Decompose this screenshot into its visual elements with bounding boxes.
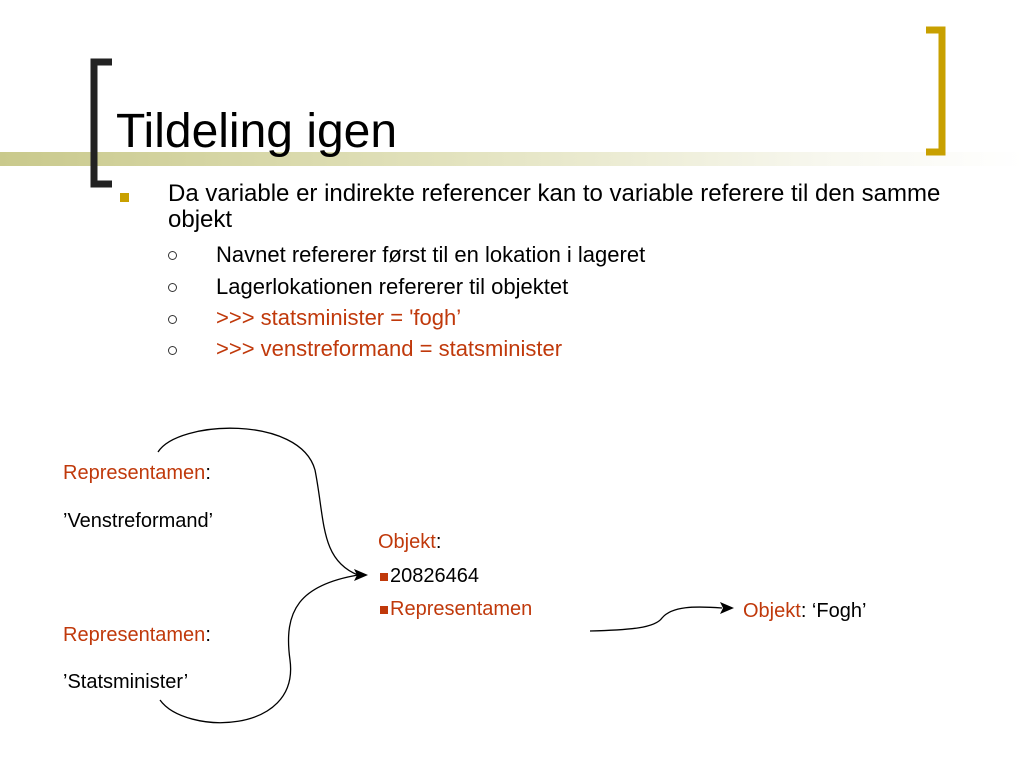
bullet-square-icon (120, 193, 129, 202)
subbullet-4-code: >>> venstreformand = statsminister (216, 336, 563, 361)
slide-title: Tildeling igen (116, 105, 398, 158)
arrowhead-fogh (720, 602, 734, 614)
rep1-colon: : (205, 462, 211, 484)
subbullet-ring-icon (168, 251, 177, 260)
objekt-label: Objekt (378, 531, 436, 553)
rep2-label: Representamen (63, 624, 206, 646)
objekt-address: 20826464 (390, 565, 479, 587)
arrow-rep1-to-objekt (157, 427, 359, 576)
subbullet-ring-icon (168, 283, 177, 292)
main-bullet-text: Da variable er indirekte referencer kan … (168, 180, 941, 233)
objekt-representamen: Representamen (390, 598, 533, 620)
fogh-value: : ‘Fogh’ (800, 600, 867, 622)
objekt-item-2: Representamen (380, 597, 532, 621)
subbullet-ring-icon (168, 315, 177, 324)
small-square-icon (380, 606, 388, 614)
rep1-value: ’Venstreformand’ (63, 510, 214, 532)
left-bracket (90, 58, 112, 188)
objekt-item-1: 20826464 (380, 564, 479, 588)
arrow-objekt-to-fogh (589, 606, 723, 632)
subbullet-2: Lagerlokationen refererer til objektet (216, 274, 569, 299)
rep1-label-line: Representamen: (63, 461, 211, 485)
objekt-label-line: Objekt: (378, 530, 441, 554)
arrow-rep2-to-objekt (159, 574, 359, 724)
title-band (0, 152, 1024, 166)
subbullet-3-code: >>> statsminister = 'fogh’ (216, 305, 462, 330)
rep2-colon: : (205, 624, 211, 646)
rep1-label: Representamen (63, 462, 206, 484)
subbullet-1: Navnet refererer først til en lokation i… (216, 242, 646, 267)
rep2-label-line: Representamen: (63, 623, 211, 647)
fogh-label: Objekt (743, 600, 801, 622)
right-bracket (926, 26, 946, 156)
objekt-colon: : (435, 531, 442, 553)
rep2-value: ’Statsminister’ (63, 671, 189, 693)
subbullet-ring-icon (168, 346, 177, 355)
arrowhead-objekt (354, 569, 368, 581)
fogh-line: Objekt: ‘Fogh’ (743, 599, 866, 623)
small-square-icon (380, 573, 388, 581)
